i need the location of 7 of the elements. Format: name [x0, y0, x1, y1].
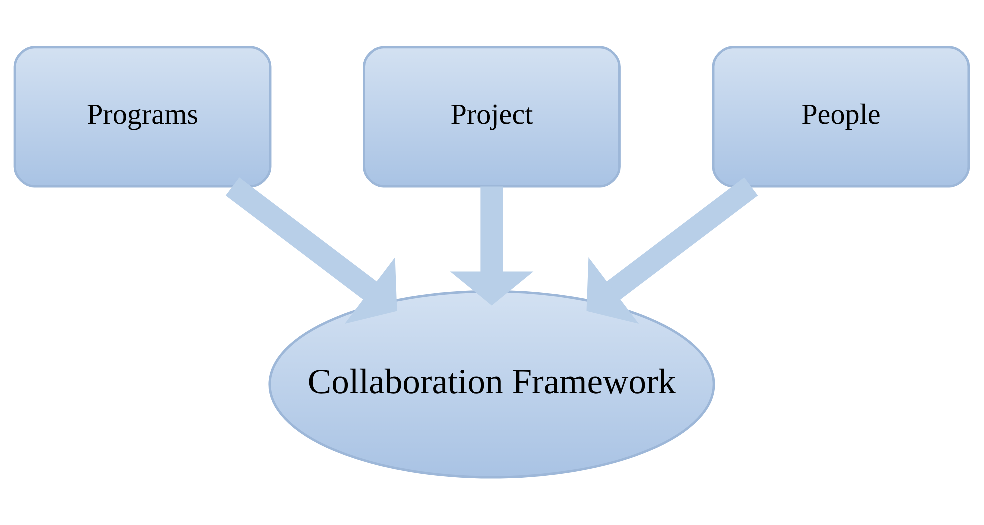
node-box: People: [712, 46, 970, 188]
arrow: [226, 178, 398, 324]
arrow: [586, 178, 758, 324]
node-ellipse: Collaboration Framework: [268, 290, 716, 479]
node-box: Programs: [14, 46, 272, 188]
arrow: [450, 186, 534, 306]
node-box: Project: [363, 46, 621, 188]
